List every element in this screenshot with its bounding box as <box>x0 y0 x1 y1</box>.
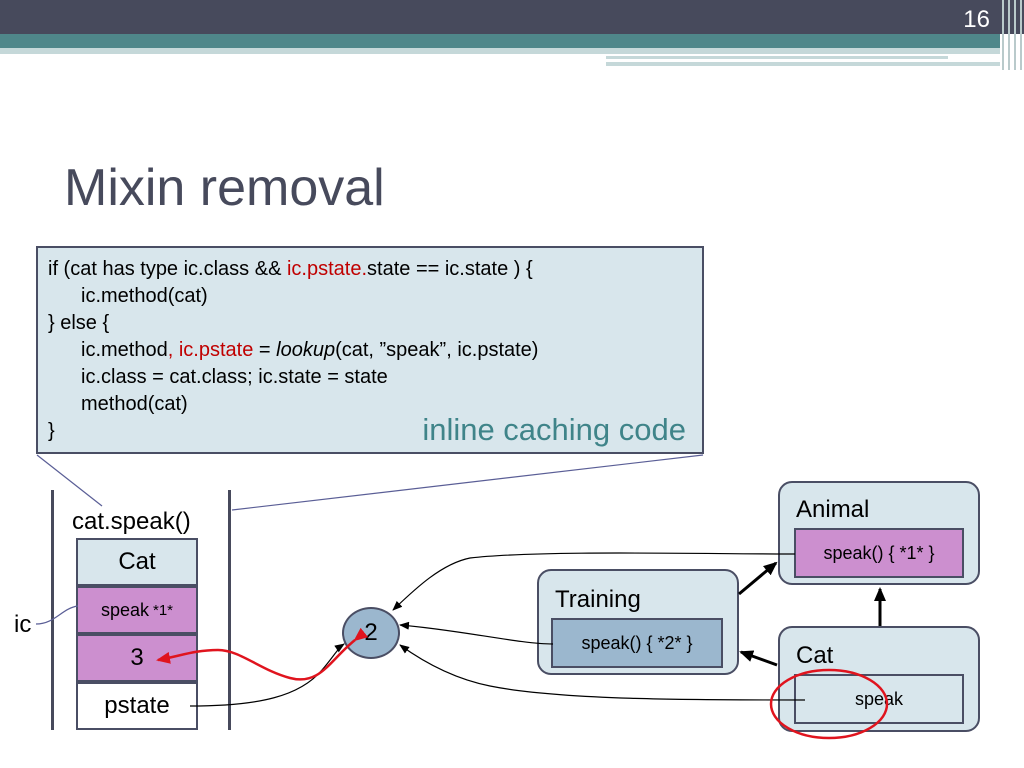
code-text: = <box>253 339 277 361</box>
slide-number: 16 <box>963 6 990 33</box>
callout-line-right <box>231 454 704 511</box>
code-line-4: ic.method, ic.pstate = lookup(cat, ”spea… <box>81 339 538 362</box>
code-box: if (cat has type ic.class && ic.pstate.s… <box>36 246 704 454</box>
header-accent-line <box>606 56 948 59</box>
stack-cell-pstate: pstate <box>76 682 198 730</box>
speak-tag: *1* <box>153 601 174 619</box>
arrow-training-to-animal <box>738 561 778 596</box>
stack-cell-cat: Cat <box>76 538 198 586</box>
stack-left-border <box>51 490 54 730</box>
ic-label: ic <box>14 611 32 638</box>
code-italic: lookup <box>276 339 336 361</box>
state-node: 2 <box>342 607 400 659</box>
code-line-6: method(cat) <box>81 393 188 415</box>
stack-cell-state: 3 <box>76 634 198 682</box>
code-line-2: ic.method(cat) <box>81 285 208 307</box>
method-box-cat: speak <box>794 674 964 724</box>
code-caption: inline caching code <box>422 412 686 447</box>
arrow-training-speak-to-node <box>399 621 554 645</box>
class-title-cat: Cat <box>796 642 834 669</box>
stack-right-border <box>228 490 231 730</box>
slide-title: Mixin removal <box>64 159 385 217</box>
code-line-1: if (cat has type ic.class && ic.pstate.s… <box>48 258 533 281</box>
ic-bracket-line <box>35 605 79 625</box>
arrow-cat-to-training <box>739 650 778 667</box>
class-title-training: Training <box>555 586 641 613</box>
code-text: if (cat has type ic.class && <box>48 258 287 280</box>
call-site-label: cat.speak() <box>72 508 191 535</box>
header-stripe <box>0 34 1000 48</box>
code-text: ic.method <box>81 339 168 361</box>
method-box-animal: speak() { *1* } <box>794 528 964 578</box>
header-bar <box>0 0 1024 34</box>
class-title-animal: Animal <box>796 496 870 523</box>
code-line-5: ic.class = cat.class; ic.state = state <box>81 366 388 388</box>
code-text: state == ic.state ) { <box>367 258 533 280</box>
code-highlight: ic.pstate. <box>286 258 368 280</box>
code-text: (cat, ”speak”, ic.pstate) <box>335 339 539 361</box>
callout-line-left <box>36 454 103 507</box>
header-side-lines <box>1000 0 1024 70</box>
speak-label: speak <box>100 599 149 620</box>
header-accent-line <box>606 62 1000 66</box>
code-highlight: , ic.pstate <box>167 339 254 361</box>
code-line-7: } <box>48 420 55 442</box>
arrow-pstate-to-node <box>189 643 345 707</box>
header-stripe-light <box>0 48 1000 54</box>
method-box-training: speak() { *2* } <box>551 618 723 668</box>
stack-cell-speak: speak*1* <box>76 586 198 634</box>
code-line-3: } else { <box>48 312 110 334</box>
